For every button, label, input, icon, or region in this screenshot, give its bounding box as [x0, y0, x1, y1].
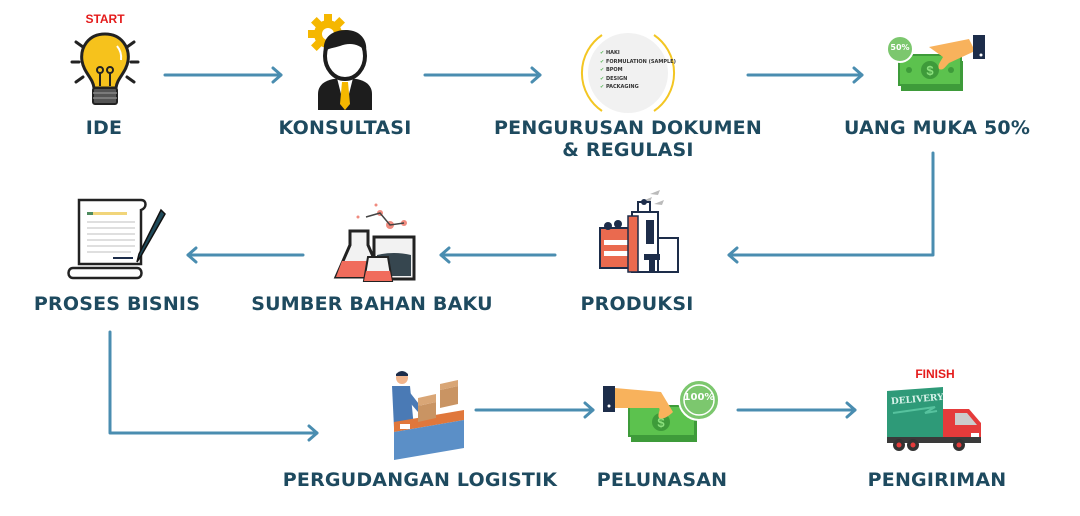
document-checklist-icon: ✔ HAKI ✔ FORMULATION (SAMPLE) ✔ BPOM ✔ D…	[580, 25, 676, 121]
contract-pen-icon	[67, 198, 166, 280]
check-icon: ✔	[600, 58, 606, 65]
money-hand-icon: $ 100%	[603, 378, 721, 444]
step-pelunasan-label: PELUNASAN	[596, 469, 728, 491]
check-icon: ✔	[600, 75, 606, 82]
percent-badge: 100%	[683, 392, 715, 403]
step-produksi-label: PRODUKSI	[580, 293, 694, 315]
arrow-prosesbisnis-to-pergudangan	[108, 330, 319, 442]
factory-icon	[599, 190, 679, 273]
arrow-ide-to-konsultasi	[163, 66, 283, 84]
warehouse-worker-icon	[392, 371, 464, 460]
check-icon: ✔	[600, 84, 606, 90]
check-icon: ✔	[600, 67, 606, 73]
svg-text:$: $	[926, 63, 934, 78]
arrow-pelunasan-to-pengiriman	[736, 401, 857, 419]
lightbulb-icon	[70, 32, 140, 105]
check-icon: ✔	[600, 50, 606, 56]
step-dokumen-label: PENGURUSAN DOKUMEN & REGULASI	[494, 117, 762, 161]
step-ide-label: IDE	[85, 117, 123, 139]
step-uangmuka-label: UANG MUKA 50%	[843, 117, 1031, 139]
arrow-bahanbaku-to-prosesbisnis	[186, 246, 305, 264]
checklist-item: ✔ DESIGN	[600, 75, 628, 82]
checklist-item: ✔ BPOM	[600, 67, 623, 73]
percent-badge: 50%	[890, 43, 910, 52]
delivery-truck-icon: DELIVERY	[885, 385, 985, 455]
arrow-dokumen-to-uangmuka	[746, 66, 864, 84]
svg-text:$: $	[657, 415, 665, 430]
checklist-item: ✔ FORMULATION (SAMPLE)	[600, 58, 676, 65]
arrow-uangmuka-to-produksi	[727, 151, 935, 264]
arrow-konsultasi-to-dokumen	[423, 66, 542, 84]
checklist: ✔ HAKI ✔ FORMULATION (SAMPLE) ✔ BPOM ✔ D…	[600, 49, 676, 92]
start-tag: START	[85, 12, 125, 26]
consultant-icon	[308, 14, 372, 110]
step-pergudangan-label: PERGUDANGAN LOGISTIK	[282, 469, 558, 491]
arrow-produksi-to-bahanbaku	[439, 246, 557, 264]
checklist-item: ✔ PACKAGING	[600, 84, 639, 90]
step-konsultasi-label: KONSULTASI	[278, 117, 412, 139]
checklist-item: ✔ HAKI	[600, 50, 620, 56]
lab-flask-icon	[333, 203, 416, 282]
step-bahanbaku-label: SUMBER BAHAN BAKU	[251, 293, 493, 315]
step-pengiriman-label: PENGIRIMAN	[867, 469, 1007, 491]
arrow-pergudangan-to-pelunasan	[474, 401, 595, 419]
step-prosesbisnis-label: PROSES BISNIS	[33, 293, 201, 315]
money-hand-icon: $ 50%	[885, 35, 993, 93]
finish-tag: FINISH	[915, 367, 955, 381]
